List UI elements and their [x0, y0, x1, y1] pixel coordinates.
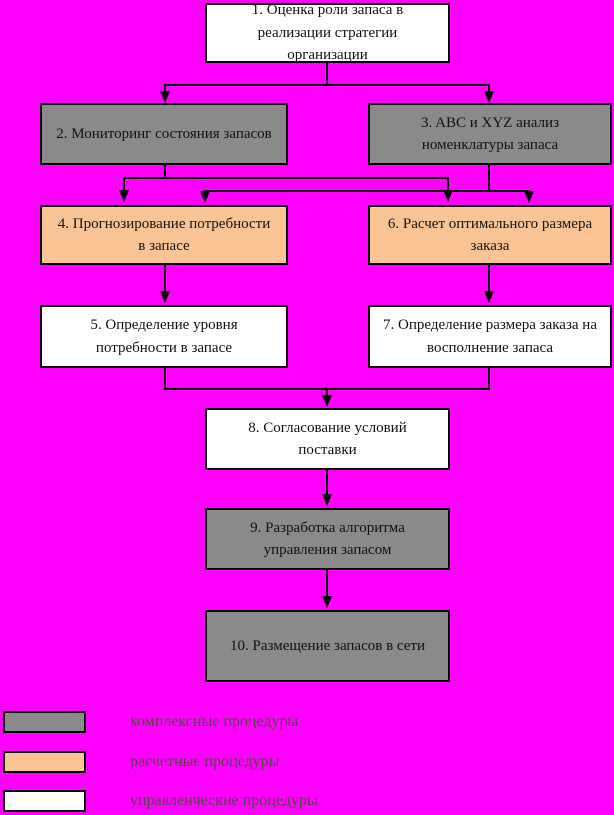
- edge-line: [164, 165, 166, 179]
- flow-node-7: 7. Определение размера заказа на восполн…: [368, 305, 612, 368]
- flow-node-1: 1. Оценка роли запаса в реализации страт…: [205, 2, 450, 63]
- arrowhead-down-icon: [484, 291, 494, 303]
- arrowhead-down-icon: [119, 190, 129, 202]
- flow-node-6: 6. Расчет оптимального размера заказа: [368, 205, 612, 265]
- edge-line: [164, 84, 166, 92]
- legend-label-complex: комплексные процедуры: [130, 713, 299, 730]
- legend-swatch-calculation: [3, 751, 86, 773]
- arrowhead-down-icon: [443, 190, 453, 202]
- arrowhead-down-icon: [322, 395, 332, 407]
- edge-line: [123, 177, 449, 179]
- arrowhead-down-icon: [484, 91, 494, 103]
- edge-line: [326, 388, 328, 396]
- flow-node-8-label: 8. Согласование условий поставки: [248, 419, 407, 459]
- flow-node-7-label: 7. Определение размера заказа на восполн…: [383, 317, 597, 356]
- edge-line: [326, 63, 328, 85]
- edge-line: [488, 368, 490, 390]
- edge-line: [447, 177, 449, 191]
- flow-node-1-label: 1. Оценка роли запаса в реализации страт…: [251, 2, 404, 64]
- legend-label-calculation: расчетные процедуры: [130, 753, 280, 770]
- edge-line: [123, 177, 125, 191]
- edge-line: [164, 265, 166, 293]
- edge-line: [204, 190, 530, 192]
- flow-node-6-label: 6. Расчет оптимального размера заказа: [387, 215, 593, 255]
- flow-node-3: 3. ABC и XYZ анализ номенклатуры запаса: [368, 103, 612, 165]
- flow-node-8: 8. Согласование условий поставки: [205, 408, 450, 470]
- flow-node-4: 4. Прогнозирование потребности в запасе: [40, 205, 288, 265]
- arrowhead-down-icon: [322, 596, 332, 608]
- edge-line: [164, 368, 166, 390]
- edge-line: [164, 84, 490, 86]
- legend-swatch-complex: [3, 711, 86, 733]
- edge-line: [488, 84, 490, 92]
- flow-node-10: 10. Размещение запасов в сети: [205, 610, 450, 682]
- arrowhead-down-icon: [160, 91, 170, 103]
- flow-node-10-label: 10. Размещение запасов в сети: [229, 637, 425, 654]
- flow-node-5-label: 5. Определение уровня потребности в запа…: [90, 317, 238, 356]
- arrowhead-down-icon: [524, 191, 534, 203]
- legend-label-management: управленческие процедуры: [130, 792, 318, 809]
- edge-line: [488, 265, 490, 293]
- flow-node-2: 2. Мониторинг состояния запасов: [40, 103, 288, 165]
- arrowhead-down-icon: [322, 494, 332, 506]
- edge-line: [326, 470, 328, 496]
- flow-node-5: 5. Определение уровня потребности в запа…: [40, 305, 288, 368]
- flow-node-4-label: 4. Прогнозирование потребности в запасе: [57, 215, 271, 255]
- flow-node-2-label: 2. Мониторинг состояния запасов: [56, 125, 272, 142]
- flow-node-9: 9. Разработка алгоритма управления запас…: [205, 508, 450, 570]
- flow-node-3-label: 3. ABC и XYZ анализ номенклатуры запаса: [420, 114, 560, 154]
- edge-line: [326, 570, 328, 598]
- arrowhead-down-icon: [200, 191, 210, 203]
- legend-swatch-management: [3, 790, 86, 812]
- flow-node-9-label: 9. Разработка алгоритма управления запас…: [250, 519, 405, 559]
- arrowhead-down-icon: [160, 291, 170, 303]
- edge-line: [488, 165, 490, 192]
